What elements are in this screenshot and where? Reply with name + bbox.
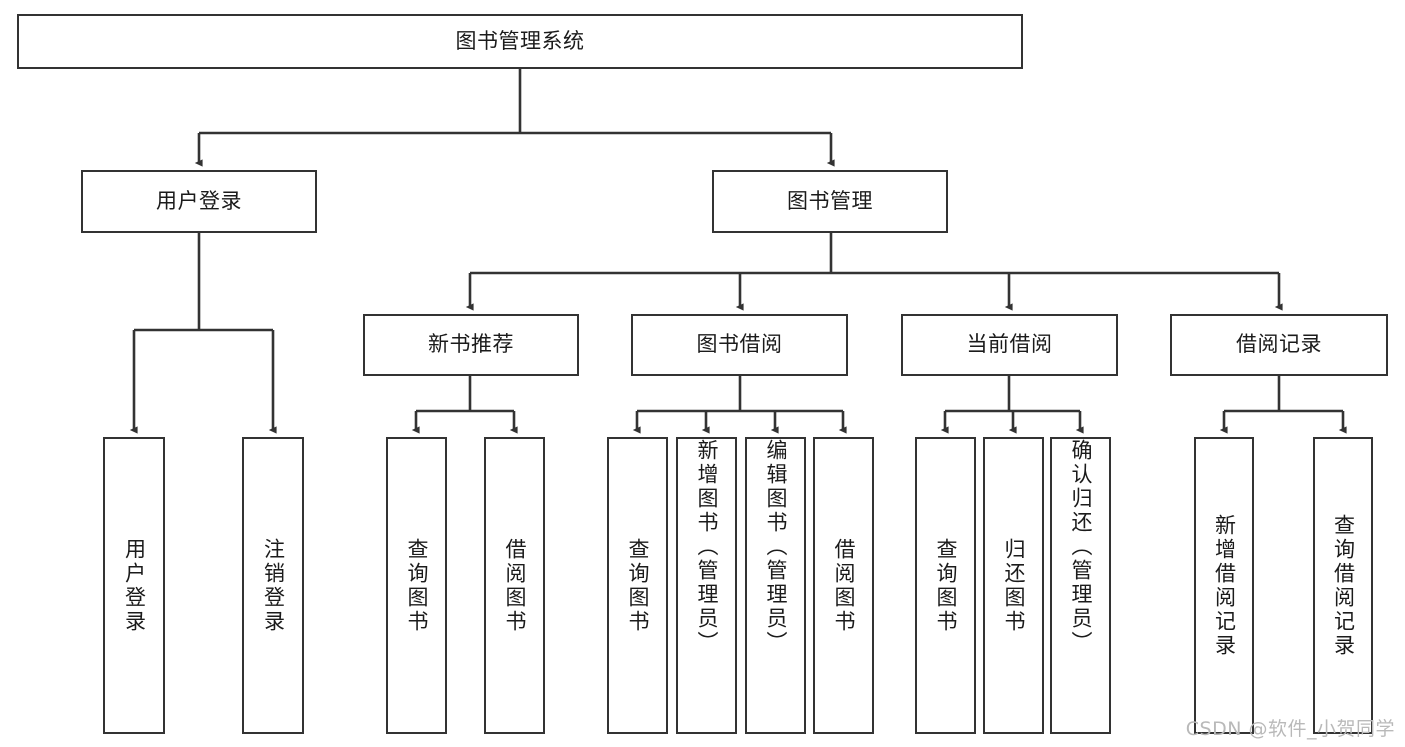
node-leaf-query-borrow-record[interactable]: 查询借阅记录 — [1313, 437, 1373, 734]
node-leaf-user-logout[interactable]: 注销登录 — [242, 437, 304, 734]
node-leaf-add-book-label: 新增图书（管理员） — [695, 439, 719, 655]
node-leaf-query-book-current-label: 查询图书 — [934, 537, 958, 634]
node-leaf-return-book-label: 归还图书 — [1002, 537, 1026, 634]
node-new-book-recommend-label: 新书推荐 — [428, 332, 514, 357]
node-root[interactable]: 图书管理系统 — [17, 14, 1023, 69]
node-leaf-borrow-book-recommend-label: 借阅图书 — [503, 537, 527, 634]
node-leaf-add-borrow-record[interactable]: 新增借阅记录 — [1194, 437, 1254, 734]
node-leaf-edit-book-label: 编辑图书（管理员） — [764, 439, 788, 655]
node-leaf-query-book-recommend[interactable]: 查询图书 — [386, 437, 447, 734]
node-leaf-user-login-label: 用户登录 — [122, 537, 147, 634]
watermark-text: CSDN @软件_小贺同学 — [1185, 718, 1395, 740]
node-leaf-query-borrow-record-label: 查询借阅记录 — [1331, 513, 1356, 658]
node-user-login[interactable]: 用户登录 — [81, 170, 317, 233]
node-borrow-record-label: 借阅记录 — [1236, 332, 1322, 357]
node-leaf-user-login[interactable]: 用户登录 — [103, 437, 165, 734]
node-leaf-edit-book[interactable]: 编辑图书（管理员） — [745, 437, 806, 734]
node-leaf-confirm-return-label: 确认归还（管理员） — [1069, 439, 1093, 655]
node-leaf-borrow-book-label: 借阅图书 — [832, 537, 856, 634]
node-leaf-return-book[interactable]: 归还图书 — [983, 437, 1044, 734]
node-current-borrow[interactable]: 当前借阅 — [901, 314, 1118, 376]
node-borrow-record[interactable]: 借阅记录 — [1170, 314, 1388, 376]
node-leaf-add-borrow-record-label: 新增借阅记录 — [1212, 513, 1237, 658]
node-leaf-add-book[interactable]: 新增图书（管理员） — [676, 437, 737, 734]
node-book-manage-label: 图书管理 — [787, 188, 873, 213]
node-book-borrow-label: 图书借阅 — [696, 332, 783, 357]
node-leaf-query-book-borrow-label: 查询图书 — [626, 537, 650, 634]
node-leaf-query-book-recommend-label: 查询图书 — [405, 537, 429, 634]
node-book-manage[interactable]: 图书管理 — [712, 170, 948, 233]
node-new-book-recommend[interactable]: 新书推荐 — [363, 314, 579, 376]
node-current-borrow-label: 当前借阅 — [966, 332, 1053, 357]
node-leaf-borrow-book[interactable]: 借阅图书 — [813, 437, 874, 734]
node-leaf-user-logout-label: 注销登录 — [261, 537, 286, 634]
node-leaf-query-book-borrow[interactable]: 查询图书 — [607, 437, 668, 734]
node-book-borrow[interactable]: 图书借阅 — [631, 314, 848, 376]
node-user-login-label: 用户登录 — [156, 188, 242, 213]
node-leaf-query-book-current[interactable]: 查询图书 — [915, 437, 976, 734]
node-root-label: 图书管理系统 — [455, 28, 585, 53]
node-leaf-borrow-book-recommend[interactable]: 借阅图书 — [484, 437, 545, 734]
node-leaf-confirm-return[interactable]: 确认归还（管理员） — [1050, 437, 1111, 734]
